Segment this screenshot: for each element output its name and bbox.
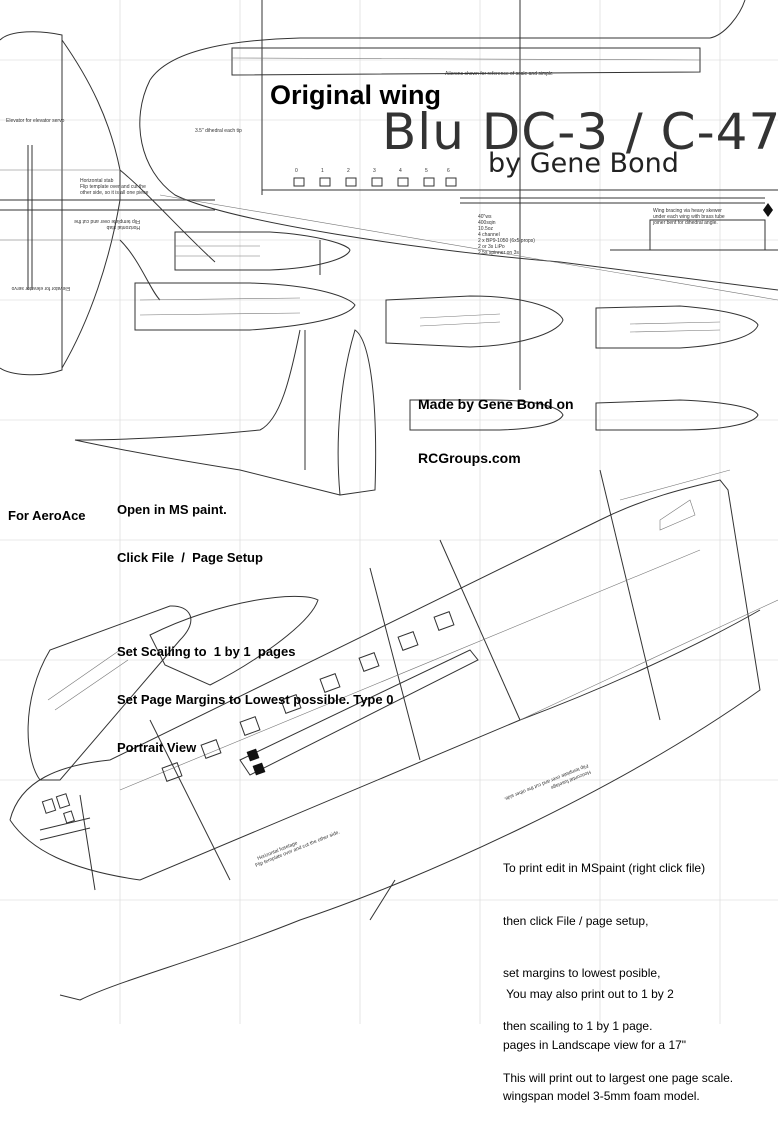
elevator-note-flip: Elevator for elevator servo (11, 285, 70, 291)
print-note-b1: You may also print out to 1 by 2 (503, 987, 674, 1001)
rib-templates (293, 177, 457, 187)
fuselage-template (9, 469, 778, 1001)
horizontal-stab-template (0, 31, 216, 376)
instruction-step-5: Portrait View (117, 740, 197, 755)
hstab-note-flip-2: Flip template over and cut the (74, 218, 140, 224)
aileron-note: Ailerons shown for reference of scale an… (445, 71, 553, 77)
background-grid (0, 0, 778, 1024)
rib-number-5: 5 (425, 168, 428, 174)
nacelle-templates (27, 231, 759, 781)
brace-note-1: Wing bracing via heavy skewer (653, 208, 722, 214)
rib-number-1: 1 (321, 168, 324, 174)
dihedral-note: 3.5" dihedral each tip (195, 128, 242, 134)
spec-weight: 10.5oz (478, 226, 494, 232)
spec-motors: 2 x BP9-1050 (6x5 props) (478, 238, 535, 244)
credit-line-2: RCGroups.com (418, 450, 521, 466)
wing-top-view (139, 0, 778, 390)
rib-number-2: 2 (347, 168, 350, 174)
rib-number-3: 3 (373, 168, 376, 174)
hstab-note-flip-1: Horizontal stab (106, 224, 140, 230)
print-notes-block-b: You may also print out to 1 by 2 pages i… (503, 952, 700, 1122)
plan-byline: by Gene Bond (488, 148, 679, 179)
plan-title: Blu DC-3 / C-47 (382, 103, 778, 161)
hstab-note-3: other side, so it is all one piece (80, 190, 149, 196)
spec-wingspan: 40"ws (478, 214, 492, 220)
instruction-step-4: Set Page Margins to Lowest possible. Typ… (117, 692, 394, 707)
wing-bracing-drawing (319, 197, 778, 275)
dc3-plan-drawing: Ailerons shown for reference of scale an… (0, 0, 778, 1024)
spec-spinner: 2.5s spinner on 3s (478, 250, 519, 256)
print-note-b2: pages in Landscape view for a 17" (503, 1038, 687, 1052)
print-instructions: Open in MS paint. Click File / Page Setu… (117, 470, 393, 772)
rib-number-4: 4 (399, 168, 402, 174)
spec-area: 400sqin (478, 220, 496, 226)
print-note-a1: To print edit in MSpaint (right click fi… (503, 861, 706, 875)
elevator-note: Elevator for elevator servo (6, 118, 65, 124)
brace-note-2: under each wing with brass tube (653, 214, 725, 220)
spec-battery: 2 or 3s LiPo (478, 244, 505, 250)
spec-channels: 4 channel (478, 232, 500, 238)
print-note-a2: then click File / page setup, (503, 913, 649, 928)
hstab-note-1: Horizontal stab (80, 178, 114, 184)
hstab-note-2: Flip template over and cut the (80, 184, 146, 190)
fuselage-windows (161, 611, 455, 782)
print-note-a3: set margins to lowest posible, (503, 966, 661, 980)
print-note-b3: wingspan model 3-5mm foam model. (503, 1089, 700, 1103)
fuselage-note-flip-2: Flip template over and cut the other sid… (503, 762, 589, 802)
vertical-fin-template (74, 329, 377, 496)
brace-note-3: joiner bent for dihedral angle. (652, 220, 718, 226)
for-aeroace-label: For AeroAce (8, 508, 86, 523)
instruction-step-2: Click File / Page Setup (117, 550, 263, 565)
fuselage-note-2: Flip template over and cut the other sid… (255, 829, 341, 869)
rib-number-6: 6 (447, 168, 450, 174)
instruction-step-1: Open in MS paint. (117, 502, 227, 517)
credit-block: Made by Gene Bond on RCGroups.com (418, 359, 574, 485)
rib-number-0: 0 (295, 168, 298, 174)
instruction-step-3: Set Scailing to 1 by 1 pages (117, 644, 296, 659)
original-wing-title: Original wing (270, 80, 442, 110)
credit-line-1: Made by Gene Bond on (418, 396, 574, 412)
